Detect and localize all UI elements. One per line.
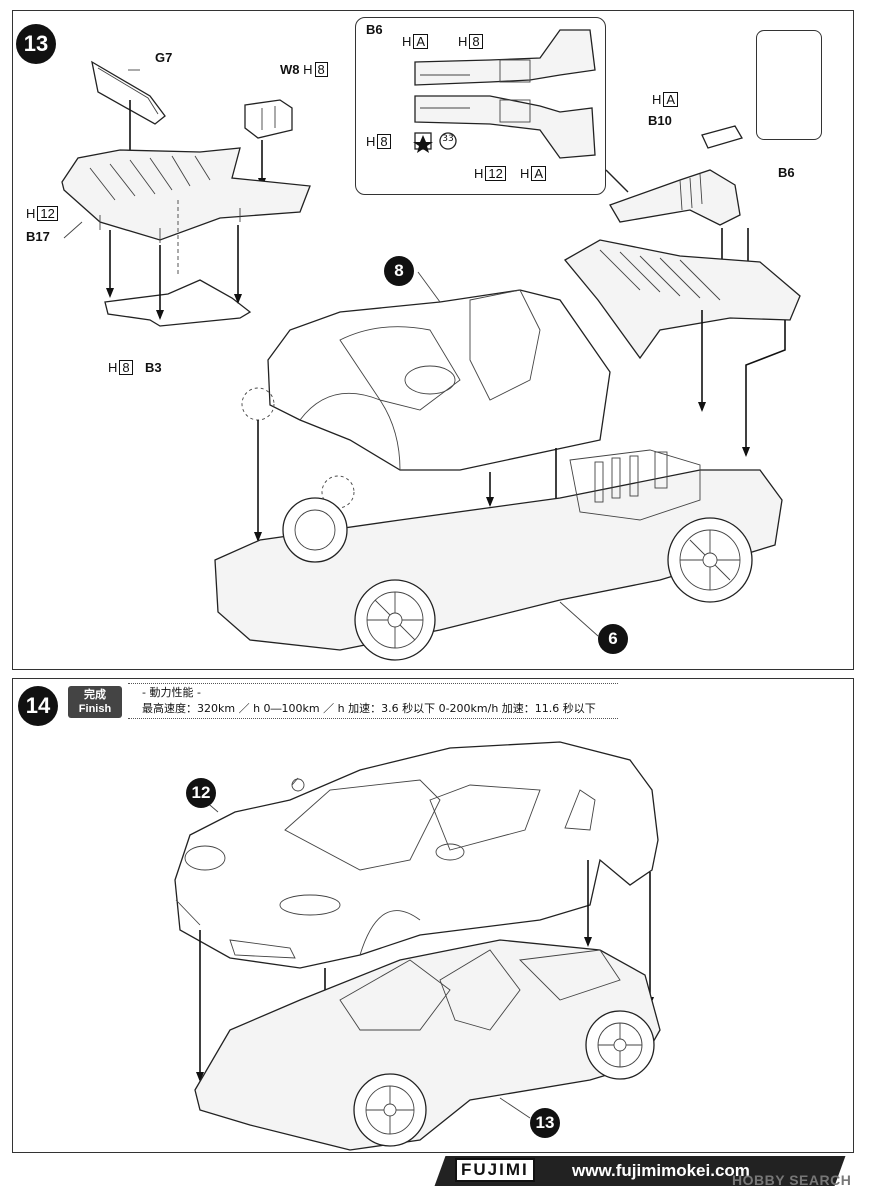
step-13-number: 13 [16,24,56,64]
part-b10-label: B10 [648,113,672,128]
runner-h-code: H [520,166,530,181]
subassembly-8-callout: 8 [384,256,414,286]
finish-badge: 完成 Finish [68,686,122,718]
subassembly-6-callout: 6 [598,624,628,654]
part-g7-label: G7 [155,50,173,65]
runner-a-box: A [413,34,429,49]
finish-badge-en: Finish [78,703,112,715]
hobby-search-watermark: HOBBY SEARCH [732,1172,852,1188]
runner-h-code: H [474,166,484,181]
runner-h-code: H [303,62,313,77]
runner-12-box: 12 [37,206,58,221]
part-b6-label: B6 [778,165,795,180]
runner-8-box: 8 [119,360,133,375]
step-13-panel [12,10,854,670]
part-b3-label: B3 [145,360,162,375]
runner-h-code: H [402,34,412,49]
runner-h-code: H [26,206,36,221]
fujimi-logo: FUJIMI [455,1158,535,1182]
decal-33-marker: 33 [442,134,454,144]
fujimi-url-link[interactable]: www.fujimimokei.com [572,1161,750,1180]
subassembly-13-callout: 13 [530,1108,560,1138]
runner-h-code: H [652,92,662,107]
b10-detail-inset [756,30,822,140]
inset-b6-label: B6 [366,22,383,37]
spec-heading: - 動力性能 - [142,686,201,699]
part-b17-label: B17 [26,229,50,244]
runner-h-code: H [366,134,376,149]
runner-a-box: A [531,166,547,181]
spec-box [128,683,618,719]
subassembly-12-callout: 12 [186,778,216,808]
runner-8-box: 8 [377,134,391,149]
step-14-number: 14 [18,686,58,726]
finish-badge-jp: 完成 [84,689,106,701]
runner-8-box: 8 [469,34,483,49]
runner-8-box: 8 [314,62,328,77]
step-14-panel [12,678,854,1153]
runner-h-code: H [108,360,118,375]
b6-inset-box [355,17,606,195]
runner-a-box: A [663,92,679,107]
spec-performance-line: 最高速度：320km ／ h 0―100km ／ h 加速：3.6 秒以下 0-… [142,702,596,715]
runner-h-code: H [458,34,468,49]
part-w8-code: W8 [280,62,300,77]
runner-12-box: 12 [485,166,506,181]
